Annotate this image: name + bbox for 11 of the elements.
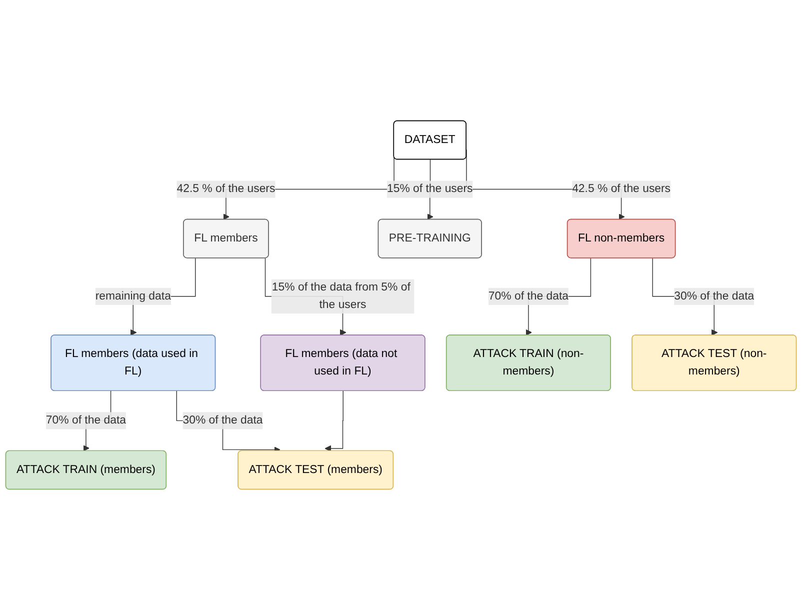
arrow [176,390,280,453]
edge-label: 42.5 % of the users [176,182,276,196]
edge-label: 15% of the users [387,182,473,196]
edge-label: 30% of the data [182,414,263,426]
edge-label: 42.5 % of the users [572,182,671,196]
arrow [324,390,344,452]
edge-label: 70% of the data [488,290,568,302]
edge-label: 15% of the data from 5% of the users [272,281,410,311]
edge-label: remaining data [95,290,171,302]
edge-label: 70% of the data [46,414,126,426]
edge-label: 30% of the data [674,290,754,302]
